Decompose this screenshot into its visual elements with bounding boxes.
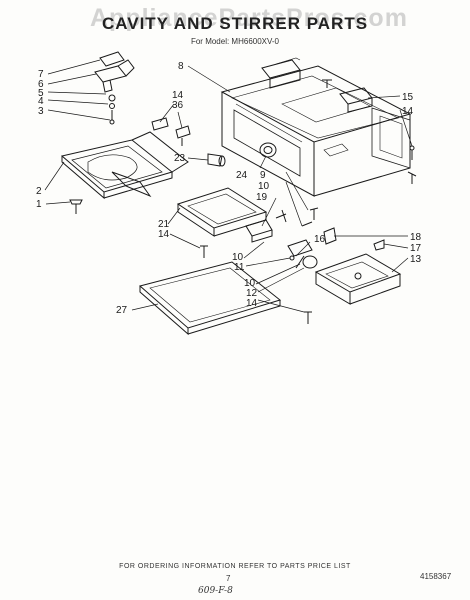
callout-label: 36 [172,100,184,111]
cavity-wrapper [220,57,417,197]
callout-label: 10 [244,278,256,289]
callout-label: 8 [178,61,184,72]
plug-23 [207,153,226,167]
callout-label: 13 [410,254,422,265]
mounting-bracket-13 [314,253,402,305]
page-number: 7 [226,574,231,583]
callout-label: 16 [314,234,326,245]
callout-label: 19 [256,192,268,203]
screw-1 [69,199,83,214]
callout-label: 10 [258,181,270,192]
ordering-note: FOR ORDERING INFORMATION REFER TO PARTS … [119,563,351,570]
callout-label: 1 [36,199,42,210]
callout-label: 14 [172,90,184,101]
clip-18 [323,227,337,245]
callout-label: 14 [246,298,258,309]
screw-21 [200,245,208,258]
callout-label: 15 [402,92,414,103]
callout-label: 3 [38,106,44,117]
callout-label: 9 [260,170,266,181]
watermark: AppliancePartsPros.com [90,4,408,32]
handwritten-note: 609-F-8 [198,586,233,596]
screws-9-10 [301,207,319,227]
stirrer-motor-bracket [94,51,135,125]
page-title: CAVITY AND STIRRER PARTS [101,14,369,33]
callout-label: 14 [158,229,170,240]
leader-lines [44,59,413,313]
model-number: For Model: MH6600XV-0 [190,37,280,46]
callout-label: 10 [232,252,244,263]
screw-14-bottom [304,311,312,324]
bracket-14-36 [151,117,191,146]
clip-17 [373,239,385,251]
switch-actuator-19 [245,209,287,243]
stirrer-blade-plate [60,131,189,200]
callout-label: 7 [38,69,44,80]
callout-label: 11 [234,262,245,273]
callout-label: 12 [246,288,258,299]
stirrer-cover-24 [259,142,277,158]
callout-label: 23 [174,153,186,164]
catalog-number: 4158367 [420,572,452,581]
callout-label: 24 [236,170,248,181]
callout-label: 14 [402,106,414,117]
callout-label: 6 [38,79,44,90]
callout-label: 2 [36,186,42,197]
callout-label: 21 [158,219,170,230]
callout-label: 4 [38,96,44,107]
callout-label: 18 [410,232,422,243]
callout-label: 17 [410,243,422,254]
callout-label: 27 [116,305,128,316]
callout-label: 5 [38,88,44,99]
